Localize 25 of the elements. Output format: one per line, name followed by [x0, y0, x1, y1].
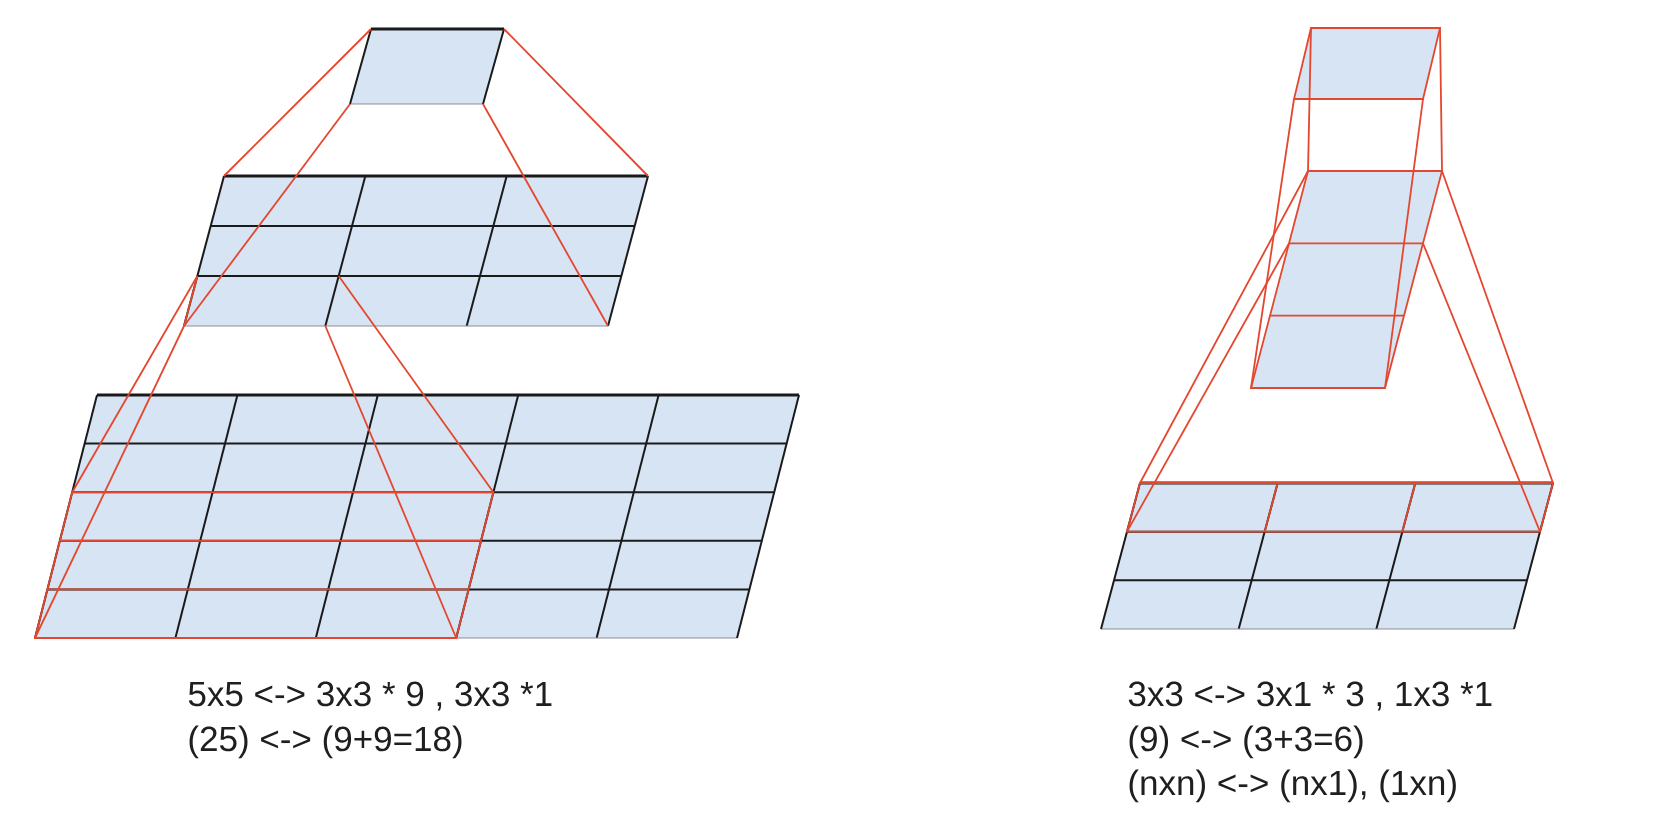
- projection-line: [482, 103, 609, 327]
- grid: [183, 174, 649, 327]
- grid-cell: [349, 27, 505, 105]
- projection-line: [1139, 170, 1309, 484]
- projection-line: [1250, 98, 1295, 389]
- caption: (nxn) <-> (nx1), (1xn): [1129, 769, 1456, 803]
- projection-line: [503, 28, 649, 177]
- projection-line: [1307, 27, 1312, 172]
- projection-line: [324, 325, 458, 639]
- projection-line: [1422, 242, 1541, 533]
- projection-line: [1441, 170, 1554, 484]
- caption: 3x3 <-> 3x1 * 3 , 1x3 *1: [1128, 681, 1492, 711]
- caption: (9) <-> (3+3=6): [1129, 725, 1363, 759]
- caption: (25) <-> (9+9=18): [189, 725, 462, 759]
- projection-line: [337, 275, 495, 494]
- projection-line: [34, 325, 185, 639]
- projection-line: [223, 28, 372, 177]
- projection-line: [1126, 242, 1290, 533]
- projection-line: [1439, 27, 1443, 172]
- caption: 5x5 <-> 3x3 * 9 , 3x3 *1: [188, 681, 552, 711]
- projection-line: [183, 103, 351, 327]
- grid: [34, 393, 800, 639]
- projection-line: [1384, 98, 1424, 389]
- projection-line: [71, 275, 199, 494]
- grid: [1100, 481, 1554, 630]
